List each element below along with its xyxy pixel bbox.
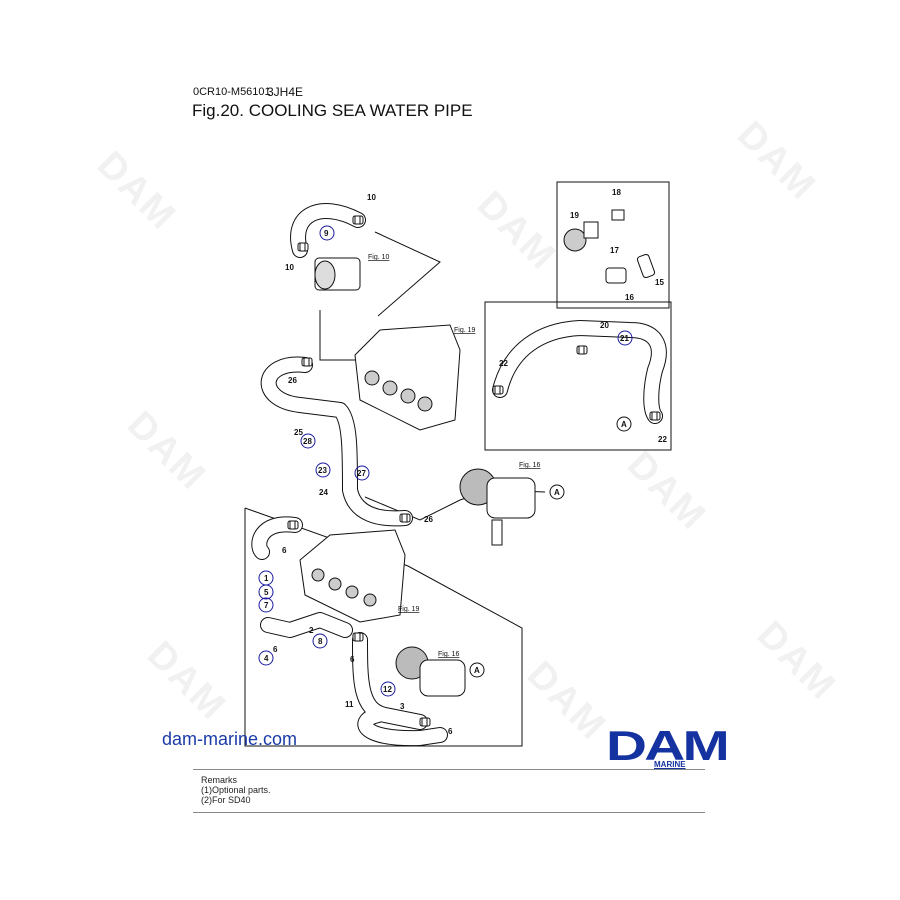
part-1: 1 [264, 574, 269, 583]
part-6: 6 [273, 645, 278, 654]
inset-box-sd40-pipe [484, 301, 672, 451]
hose-fittings [605, 253, 656, 284]
divider [193, 769, 705, 770]
part-17: 17 [610, 246, 619, 255]
inset-box-drain-cock [556, 181, 670, 309]
document-code: 0CR10-M56101 [193, 86, 271, 98]
exhaust-elbow [314, 257, 361, 291]
part-25: 25 [294, 428, 303, 437]
heat-exchanger-lower [299, 529, 406, 623]
part-27: 27 [357, 469, 366, 478]
fig-ref-16: Fig. 16 [519, 462, 541, 469]
part-3: 3 [400, 702, 405, 711]
fig-ref-10: Fig. 10 [368, 254, 390, 261]
part-A: A [554, 488, 560, 497]
dam-logo: DAM [606, 722, 730, 769]
sea-water-pump-upper [459, 468, 536, 546]
part-A: A [474, 666, 480, 675]
part-10: 10 [285, 263, 294, 272]
fig-ref-19: Fig. 19 [454, 327, 476, 334]
part-4: 4 [264, 654, 269, 663]
fig-ref-16-lower: Fig. 16 [438, 651, 460, 658]
part-20: 20 [600, 321, 609, 330]
part-28: 28 [303, 437, 312, 446]
part-11: 11 [345, 700, 354, 709]
part-15: 15 [655, 278, 664, 287]
part-16: 16 [625, 293, 634, 302]
engine-model: 3JH4E [267, 85, 304, 99]
drain-cock [563, 209, 625, 252]
part-22: 22 [499, 359, 508, 368]
part-23: 23 [318, 466, 327, 475]
fig-ref-19-lower: Fig. 19 [398, 606, 420, 613]
logo-subtitle: MARINE [654, 760, 686, 769]
part-6: 6 [448, 727, 453, 736]
part-6: 6 [282, 546, 287, 555]
remark-item: (2)For SD40 [201, 795, 251, 805]
part-7: 7 [264, 601, 269, 610]
part-26: 26 [424, 515, 433, 524]
part-A: A [621, 420, 627, 429]
part-18: 18 [612, 188, 621, 197]
part-10: 10 [367, 193, 376, 202]
part-8: 8 [318, 637, 323, 646]
divider [193, 812, 705, 813]
part-5: 5 [264, 588, 269, 597]
website-link[interactable]: dam-marine.com [162, 729, 298, 749]
part-9: 9 [324, 229, 329, 238]
remark-item: (1)Optional parts. [201, 785, 271, 795]
part-22: 22 [658, 435, 667, 444]
part-6: 6 [350, 655, 355, 664]
part-26: 26 [288, 376, 297, 385]
remarks: Remarks (1)Optional parts. (2)For SD40 [201, 775, 271, 805]
remarks-title: Remarks [201, 775, 238, 785]
part-21: 21 [620, 334, 629, 343]
part-19: 19 [570, 211, 579, 220]
part-2: 2 [309, 626, 314, 635]
part-12: 12 [383, 685, 392, 694]
sea-water-pump-lower [395, 646, 466, 697]
heat-exchanger-upper [354, 324, 461, 431]
page-title: Fig.20. COOLING SEA WATER PIPE [192, 101, 473, 120]
part-24: 24 [319, 488, 328, 497]
